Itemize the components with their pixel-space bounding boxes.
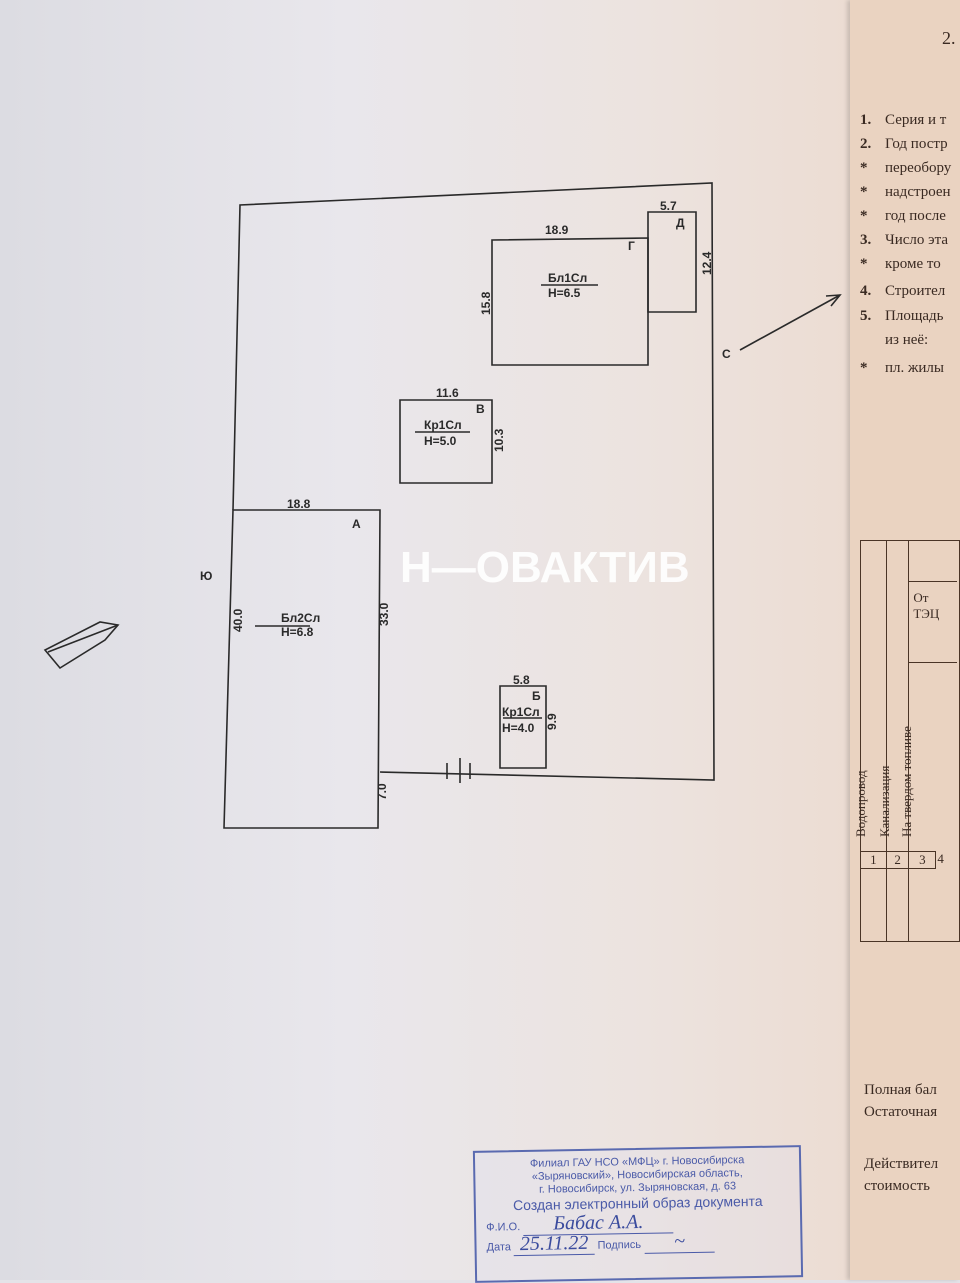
list-item-number: 4. [860, 283, 872, 299]
dim-label: 40.0 [231, 608, 245, 632]
right-page: 2. 1. Серия и т 2. Год постр * переобору * надс… [850, 0, 960, 1280]
building-letter: Д [676, 216, 685, 230]
material-label: Бл1Сл [548, 271, 587, 285]
list-item-text: из неё: [885, 332, 929, 348]
footer-line: Действител [864, 1156, 939, 1172]
list-item-text: пл. жилы [885, 360, 944, 376]
building-v [399, 399, 493, 484]
sign-label: Подпись [597, 1238, 642, 1252]
building-g [491, 237, 649, 366]
building-letter: Г [628, 239, 635, 253]
date-value: 25.11.22 [513, 1231, 595, 1257]
dim-label: 10.3 [492, 428, 506, 452]
column-number: 4 [937, 851, 944, 866]
material-label: Кр1Сл [502, 705, 540, 719]
material-label: Кр1Сл [424, 418, 462, 432]
list-item-text: Серия и т [885, 112, 947, 128]
list-item-number: 1. [860, 112, 872, 128]
building-a [223, 509, 381, 829]
dim-label: 11.6 [436, 386, 459, 400]
height-label: Н=6.5 [548, 286, 581, 300]
list-item-number: 2. [860, 136, 872, 152]
list-item-number: * [860, 184, 868, 200]
dim-label: 5.7 [660, 199, 677, 213]
utilities-table: Водопровод 1 Канализация 2 От ТЭЦ На тве… [853, 540, 960, 942]
table-header: От ТЭЦ [909, 581, 958, 663]
column-header: Канализация [876, 765, 892, 837]
gate-icon [446, 758, 471, 783]
date-label: Дата [486, 1241, 512, 1254]
mfc-stamp: Филиал ГАУ НСО «МФЦ» г. Новосибирска «Зы… [472, 1145, 804, 1283]
footer-line: Остаточная [864, 1104, 938, 1120]
list-item-number: * [860, 208, 868, 224]
dim-label: 12.4 [700, 251, 714, 275]
list-item-text: кроме то [885, 256, 941, 272]
height-label: Н=5.0 [424, 434, 457, 448]
building-letter: Б [532, 689, 541, 703]
footer-line: Полная бал [864, 1082, 937, 1098]
list-item-number: * [860, 360, 868, 376]
column-header: Водопровод [853, 770, 868, 837]
list-item-text: Число эта [885, 232, 949, 248]
list-item-number: * [860, 160, 868, 176]
column-header: На твердом топливе [899, 726, 915, 837]
column-number: 2 [886, 851, 909, 869]
list-item-text: переобору [885, 160, 952, 176]
list-item-text: надстроен [885, 184, 951, 200]
dim-label: 7.0 [375, 783, 389, 800]
watermark: Н—ОВАКТИВ [400, 543, 690, 592]
south-arrow-icon [43, 621, 120, 670]
list-item-text: Строител [885, 283, 946, 299]
list-item-text: Год постр [885, 136, 948, 152]
fio-label: Ф.И.О. [486, 1221, 521, 1234]
site-plan: 18.9 Г 5.7 Д 12.4 15.8 Бл1Сл Н=6.5 11.6 … [43, 182, 842, 829]
footer-line: стоимость [864, 1178, 930, 1194]
list-item-text: год после [885, 208, 946, 224]
list-item-text: Площадь [885, 308, 944, 324]
list-item-number: 5. [860, 308, 872, 324]
north-arrow-icon [739, 294, 842, 351]
list-item-number: 3. [860, 232, 872, 248]
south-label: Ю [200, 569, 212, 583]
dim-label: 9.9 [545, 713, 559, 730]
signature-mark: ~ [643, 1229, 716, 1254]
height-label: Н=6.8 [281, 625, 314, 639]
material-label: Бл2Сл [281, 611, 320, 625]
lot-boundary [232, 182, 715, 781]
building-b [499, 685, 547, 769]
column-number: 3 [909, 851, 937, 869]
column-number: 1 [861, 851, 886, 869]
north-label: С [722, 347, 731, 361]
page-number: 2. [942, 28, 956, 48]
list-item-number: * [860, 256, 868, 272]
dim-label: 33.0 [377, 602, 391, 626]
left-page [0, 0, 860, 1280]
building-letter: В [476, 402, 485, 416]
dim-label: 15.8 [479, 291, 493, 315]
dim-label: 18.9 [545, 223, 569, 237]
building-d [647, 211, 697, 313]
dim-label: 18.8 [287, 497, 311, 511]
dim-label: 5.8 [513, 673, 530, 687]
building-letter: А [352, 517, 361, 531]
height-label: Н=4.0 [502, 721, 535, 735]
